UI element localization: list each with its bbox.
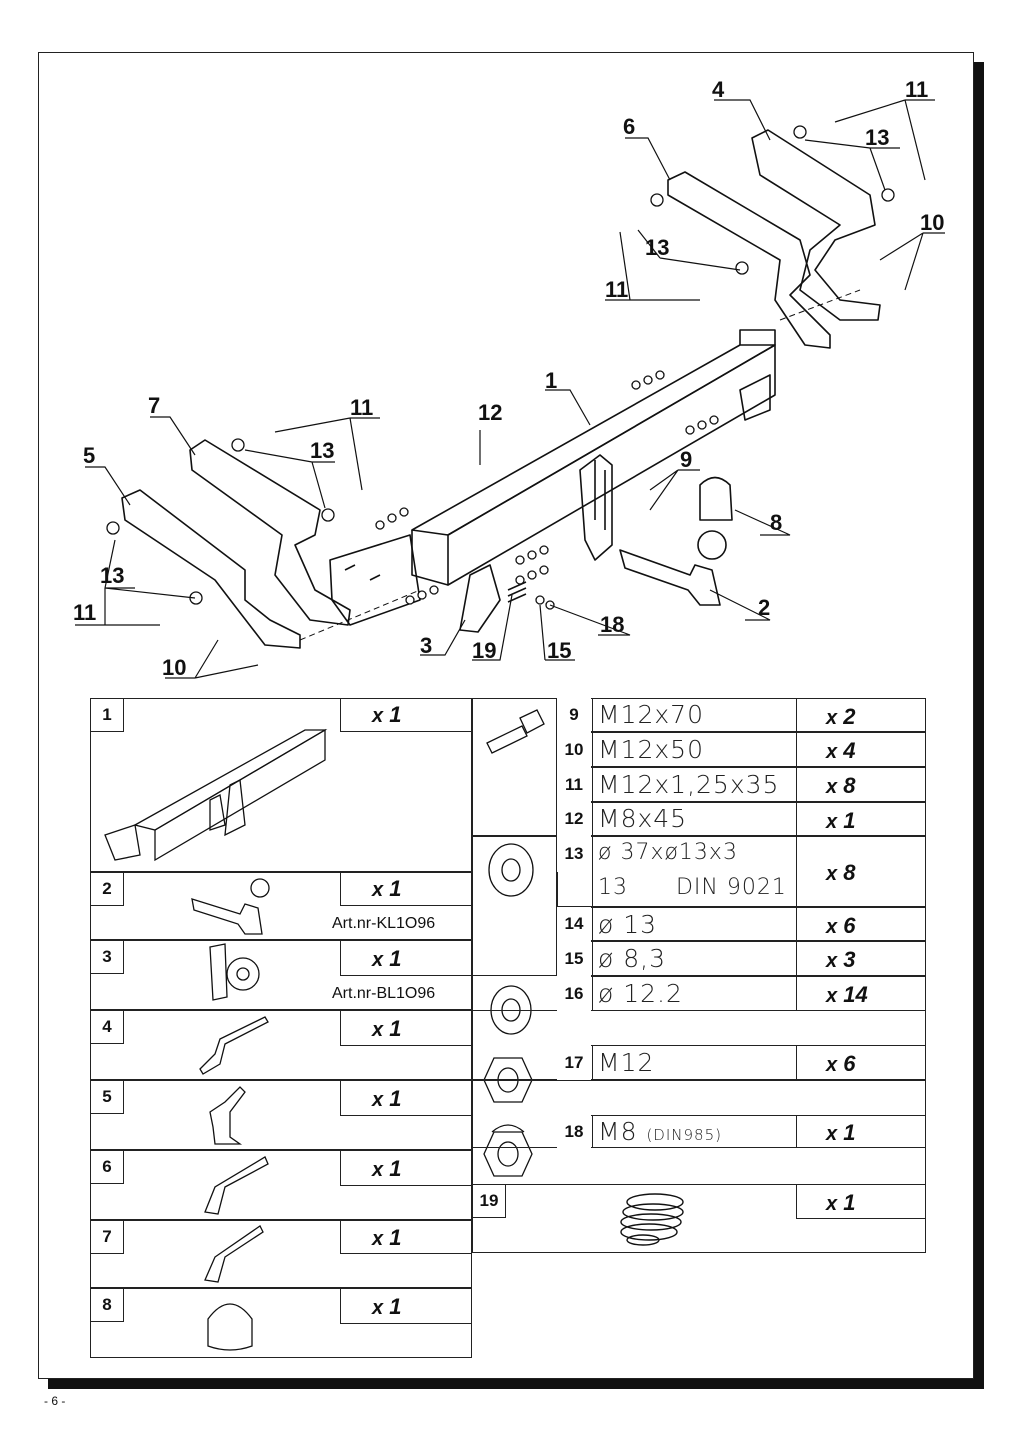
hardware-spec: M12 xyxy=(598,1048,655,1077)
part-qty: x 1 xyxy=(372,1086,402,1111)
callout-2: 2 xyxy=(758,595,770,620)
hardware-spec-standard: 13 DIN 9021 xyxy=(598,875,787,900)
callout-19: 19 xyxy=(472,638,496,663)
callout-6: 6 xyxy=(623,114,635,139)
hardware-number: 12 xyxy=(557,802,591,836)
bolt-icon xyxy=(486,709,545,754)
callout-7: 7 xyxy=(148,393,160,418)
hardware-spec: M12x1,25x35 xyxy=(598,770,780,799)
bracket-plate-6-icon xyxy=(204,1156,269,1215)
crossbar-end xyxy=(411,530,449,586)
hardware-qty: x 6 xyxy=(826,1051,856,1076)
bracket-plate-4-icon xyxy=(199,1016,269,1075)
socket-plate-icon xyxy=(209,943,260,1001)
callout-11: 11 xyxy=(73,600,96,625)
hardware-qty: x 3 xyxy=(826,947,856,972)
hardware-spec: M12x70 xyxy=(598,700,704,729)
hardware-qty: x 1 xyxy=(826,1190,856,1215)
hardware-qty: x 14 xyxy=(826,982,868,1007)
article-number: Art.nr-KL1O96 xyxy=(332,915,436,932)
part-row-7 xyxy=(90,1220,472,1288)
hardware-number: 9 xyxy=(557,698,591,732)
hardware-spec: ø 37xø13x3 xyxy=(598,840,738,865)
exploded-assembly-diagram: 4 11 6 13 10 13 11 1 7 11 12 13 9 5 8 13… xyxy=(73,77,945,680)
ball-cap-icon xyxy=(207,1303,253,1351)
part-row-2 xyxy=(90,872,472,940)
part-qty: x 1 xyxy=(372,702,402,727)
hardware-qty: x 2 xyxy=(826,704,856,729)
part-number: 3 xyxy=(90,940,124,974)
part-number: 4 xyxy=(90,1010,124,1044)
hardware-number: 11 xyxy=(557,767,591,802)
hardware-qty: x 1 xyxy=(826,1120,856,1145)
bracket-plate-7-icon xyxy=(204,1225,264,1283)
part-qty: x 1 xyxy=(372,946,402,971)
callout-10: 10 xyxy=(920,210,944,235)
page-number: - 6 - xyxy=(44,1394,66,1408)
hardware-spec: ø 8,3 xyxy=(598,944,667,973)
hardware-qty: x 1 xyxy=(826,808,856,833)
part-qty: x 1 xyxy=(372,1225,402,1250)
hardware-spec: M8 (DIN985) xyxy=(598,1117,722,1146)
hardware-qty: x 4 xyxy=(826,738,856,763)
part-qty: x 1 xyxy=(372,1156,402,1181)
callout-11: 11 xyxy=(905,77,928,102)
hardware-spec: ø 13 xyxy=(598,910,658,939)
part-number: 8 xyxy=(90,1288,124,1322)
towball-icon xyxy=(191,878,270,935)
callout-13: 13 xyxy=(645,235,669,260)
hardware-number: 17 xyxy=(557,1045,591,1080)
hardware-number: 15 xyxy=(557,941,591,976)
lock-nut-icon xyxy=(483,1124,533,1177)
part-qty: x 1 xyxy=(372,1294,402,1319)
callout-13: 13 xyxy=(865,125,889,150)
frame-shadow-right xyxy=(974,62,984,1389)
hardware-spec: M12x50 xyxy=(598,735,704,764)
part-number: 2 xyxy=(90,872,124,906)
part-number: 5 xyxy=(90,1080,124,1114)
callout-4: 4 xyxy=(712,77,725,102)
hardware-number: 10 xyxy=(557,732,591,767)
callout-13: 13 xyxy=(100,563,124,588)
bracket-plate-5-icon xyxy=(209,1086,246,1145)
part-number: 7 xyxy=(90,1220,124,1254)
callout-15: 15 xyxy=(547,638,571,663)
callout-13: 13 xyxy=(310,438,334,463)
hardware-number: 14 xyxy=(557,907,591,941)
part-number: 1 xyxy=(90,698,124,732)
part-row-1 xyxy=(90,698,472,872)
callout-3: 3 xyxy=(420,633,432,658)
callout-11: 11 xyxy=(350,395,373,420)
hardware-qty: x 8 xyxy=(826,860,856,885)
hardware-number: 16 xyxy=(557,976,591,1011)
hardware-qty: x 8 xyxy=(826,773,856,798)
crossbar-icon xyxy=(104,728,328,862)
frame-shadow-bottom xyxy=(48,1379,984,1389)
article-number: Art.nr-BL1O96 xyxy=(332,985,436,1002)
spring-icon xyxy=(620,1193,684,1246)
part-number: 6 xyxy=(90,1150,124,1184)
part-qty: x 1 xyxy=(372,1016,402,1041)
callout-11: 11 xyxy=(605,277,628,302)
callout-10: 10 xyxy=(162,655,186,680)
hardware-number: 13 xyxy=(557,836,591,872)
crossbar-top xyxy=(411,344,776,536)
callout-1: 1 xyxy=(545,368,557,393)
hardware-number: 18 xyxy=(557,1115,591,1148)
hardware-spec: M8x45 xyxy=(598,804,688,833)
crossbar-side xyxy=(447,344,776,586)
callout-18: 18 xyxy=(600,612,624,637)
part-qty: x 1 xyxy=(372,876,402,901)
hardware-qty: x 6 xyxy=(826,913,856,938)
flat-washer-icon xyxy=(488,843,534,897)
hardware-spec: ø 12.2 xyxy=(598,979,683,1008)
callout-5: 5 xyxy=(83,443,95,468)
callout-8: 8 xyxy=(770,510,782,535)
callout-9: 9 xyxy=(680,447,692,472)
callout-12: 12 xyxy=(478,400,502,425)
hardware-number: 19 xyxy=(472,1184,506,1218)
